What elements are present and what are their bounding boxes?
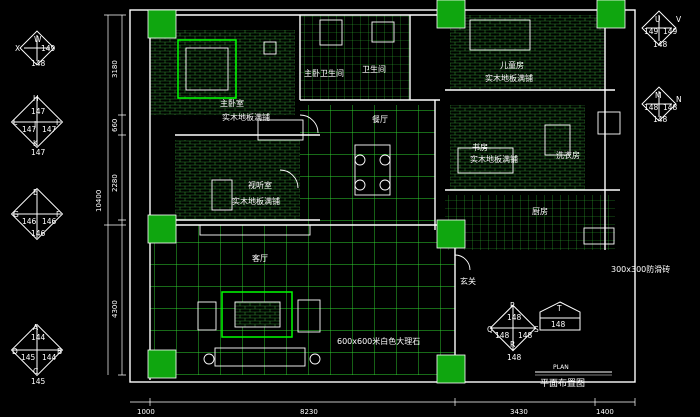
marker-v: V [676, 15, 682, 24]
av-room-floor: 实木地板满铺 [232, 196, 280, 206]
dim-10400: 10400 [95, 190, 103, 212]
marker-k-num: 147 [31, 148, 46, 157]
marker-s: S [534, 325, 539, 334]
marker-j: J [33, 120, 36, 129]
dim-8230: 8230 [300, 408, 318, 416]
dim-660: 660 [111, 119, 119, 132]
dim-4300: 4300 [111, 300, 119, 318]
elevation-marker-uv [641, 10, 677, 46]
marker-wx-bottom: 148 [31, 59, 46, 68]
marker-d: D [12, 347, 18, 356]
marker-mn-num: 148 [653, 115, 668, 124]
room-labels: 主卧室 实木地板满铺 主卧卫生间 卫生间 儿童房 实木地板满铺 餐厅 书房 实木… [220, 60, 670, 346]
marker-h-num: 147 [31, 107, 46, 116]
marker-c-num: 145 [31, 377, 46, 386]
plan-title: 平面布置图 [540, 377, 585, 389]
marker-efg-num: 146 [31, 229, 46, 238]
marker-p: P [510, 301, 515, 310]
living-floor-label: 600x600米白色大理石 [337, 336, 420, 346]
marker-l-num: 147 [22, 125, 37, 134]
master-bath-label: 主卧卫生间 [304, 68, 344, 78]
dining-label: 餐厅 [372, 115, 388, 124]
marker-r-num: 148 [507, 353, 522, 362]
dim-2280: 2280 [111, 174, 119, 192]
elevation-marker-pqrs [489, 304, 537, 352]
marker-t-num: 148 [551, 320, 566, 329]
elevation-marker-efg [10, 187, 64, 241]
marker-a-num: 144 [31, 333, 46, 342]
marker-m: M [655, 91, 661, 100]
dim-3430: 3430 [510, 408, 528, 416]
marker-e: E [33, 188, 38, 197]
marker-n-num: 148 [663, 103, 678, 112]
marker-t-label: T [556, 304, 562, 313]
kitchen-tile-label: 300x300防滑砖 [611, 264, 670, 274]
furniture [177, 19, 621, 367]
marker-f: F [56, 210, 60, 219]
study-floor: 实木地板满铺 [470, 154, 518, 164]
bathroom-label: 卫生间 [362, 64, 386, 74]
living-label: 客厅 [252, 253, 268, 263]
children-room-floor: 实木地板满铺 [485, 73, 533, 83]
av-room-name: 视听室 [248, 180, 272, 190]
marker-s-num: 148 [518, 331, 533, 340]
marker-i-num: 147 [42, 125, 57, 134]
marker-l: L [13, 118, 18, 127]
elevation-marker-abcd [10, 323, 64, 377]
marker-h: H [33, 94, 39, 103]
dim-3180: 3180 [111, 60, 119, 78]
marker-a: A [33, 323, 39, 332]
entry-label: 玄关 [460, 276, 476, 286]
marker-wx-left: X [15, 44, 20, 53]
marker-g: G [13, 210, 19, 219]
elevation-marker-wx [19, 30, 55, 66]
dimension-texts: 3180 660 2280 10400 4300 1000 8230 3430 … [95, 60, 614, 416]
marker-q-num: 148 [495, 331, 510, 340]
marker-v-num: 149 [663, 27, 678, 36]
marker-q: Q [487, 325, 493, 334]
dim-1000: 1000 [137, 408, 155, 416]
dim-1400: 1400 [596, 408, 614, 416]
marker-n: N [676, 95, 682, 104]
elevation-marker-mn [641, 86, 677, 122]
marker-u-num: 149 [644, 27, 659, 36]
columns [147, 0, 626, 384]
elevation-marker-hijk [10, 95, 64, 149]
study-name: 书房 [472, 142, 488, 152]
marker-p-num: 148 [507, 313, 522, 322]
marker-i: I [56, 118, 58, 127]
marker-r: R [510, 340, 515, 349]
children-room-name: 儿童房 [500, 60, 524, 70]
marker-f-num: 146 [42, 217, 57, 226]
kitchen-label: 厨房 [532, 206, 548, 216]
laundry-label: 洗衣房 [556, 150, 580, 160]
master-bedroom-name: 主卧室 [220, 98, 244, 108]
marker-u: U [655, 15, 661, 24]
marker-wx-right: 149 [41, 44, 56, 53]
title-block: PLAN 平面布置图 [535, 364, 612, 389]
marker-uv-num: 148 [653, 40, 668, 49]
marker-c: C [33, 367, 38, 376]
marker-m-num: 148 [644, 103, 659, 112]
master-bedroom-floor: 实木地板满铺 [222, 112, 270, 122]
plan-label: PLAN [553, 364, 569, 371]
elevation-marker-t [539, 301, 581, 331]
marker-b-num: 144 [42, 353, 57, 362]
dimension-lines [104, 14, 636, 406]
marker-d-num: 145 [21, 353, 36, 362]
marker-k: K [33, 139, 39, 148]
marker-wx-top: W [34, 35, 42, 44]
marker-b: B [57, 347, 62, 356]
marker-g-num: 146 [22, 217, 37, 226]
